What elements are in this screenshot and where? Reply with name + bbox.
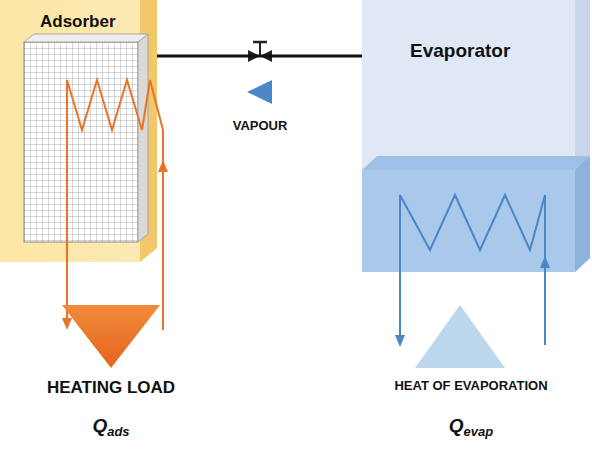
liquid-side: [575, 156, 590, 272]
mesh-side: [138, 34, 148, 242]
pipe-connector: [157, 56, 362, 57]
evaporator-body: [362, 0, 590, 272]
heat-label: HEATING LOAD: [0, 378, 222, 398]
symbol-letter: Q: [92, 415, 107, 436]
flow-arrow: [540, 256, 550, 268]
heat-symbol: Qevap: [355, 415, 587, 439]
heat-triangle: [415, 305, 505, 368]
liquid: [362, 170, 575, 272]
flow-arrow: [158, 160, 168, 172]
evaporator-front: [362, 0, 575, 272]
evaporator-box: Evaporator: [362, 0, 590, 272]
mesh-top: [24, 34, 148, 42]
adsorber-coil: [67, 80, 163, 325]
adsorbent-mesh: [24, 42, 138, 242]
box-title: Adsorber: [40, 12, 116, 32]
flow-label: VAPOUR: [215, 118, 305, 133]
heat-triangle: [62, 305, 160, 368]
flow-arrow: [395, 335, 405, 347]
valve-symbol: [248, 42, 272, 62]
liquid-surface: [362, 156, 590, 170]
box-title: Evaporator: [410, 40, 510, 62]
symbol-subscript: ads: [107, 424, 129, 439]
symbol-letter: Q: [449, 415, 464, 436]
heat-symbol: Qads: [0, 415, 222, 439]
symbol-subscript: evap: [464, 424, 494, 439]
vapour-arrow: [247, 80, 272, 104]
heat-label: HEAT OF EVAPORATION: [355, 378, 587, 393]
adsorber-box: Adsorber: [0, 0, 157, 262]
evaporator-side: [575, 0, 590, 272]
flow-arrow: [62, 318, 72, 330]
